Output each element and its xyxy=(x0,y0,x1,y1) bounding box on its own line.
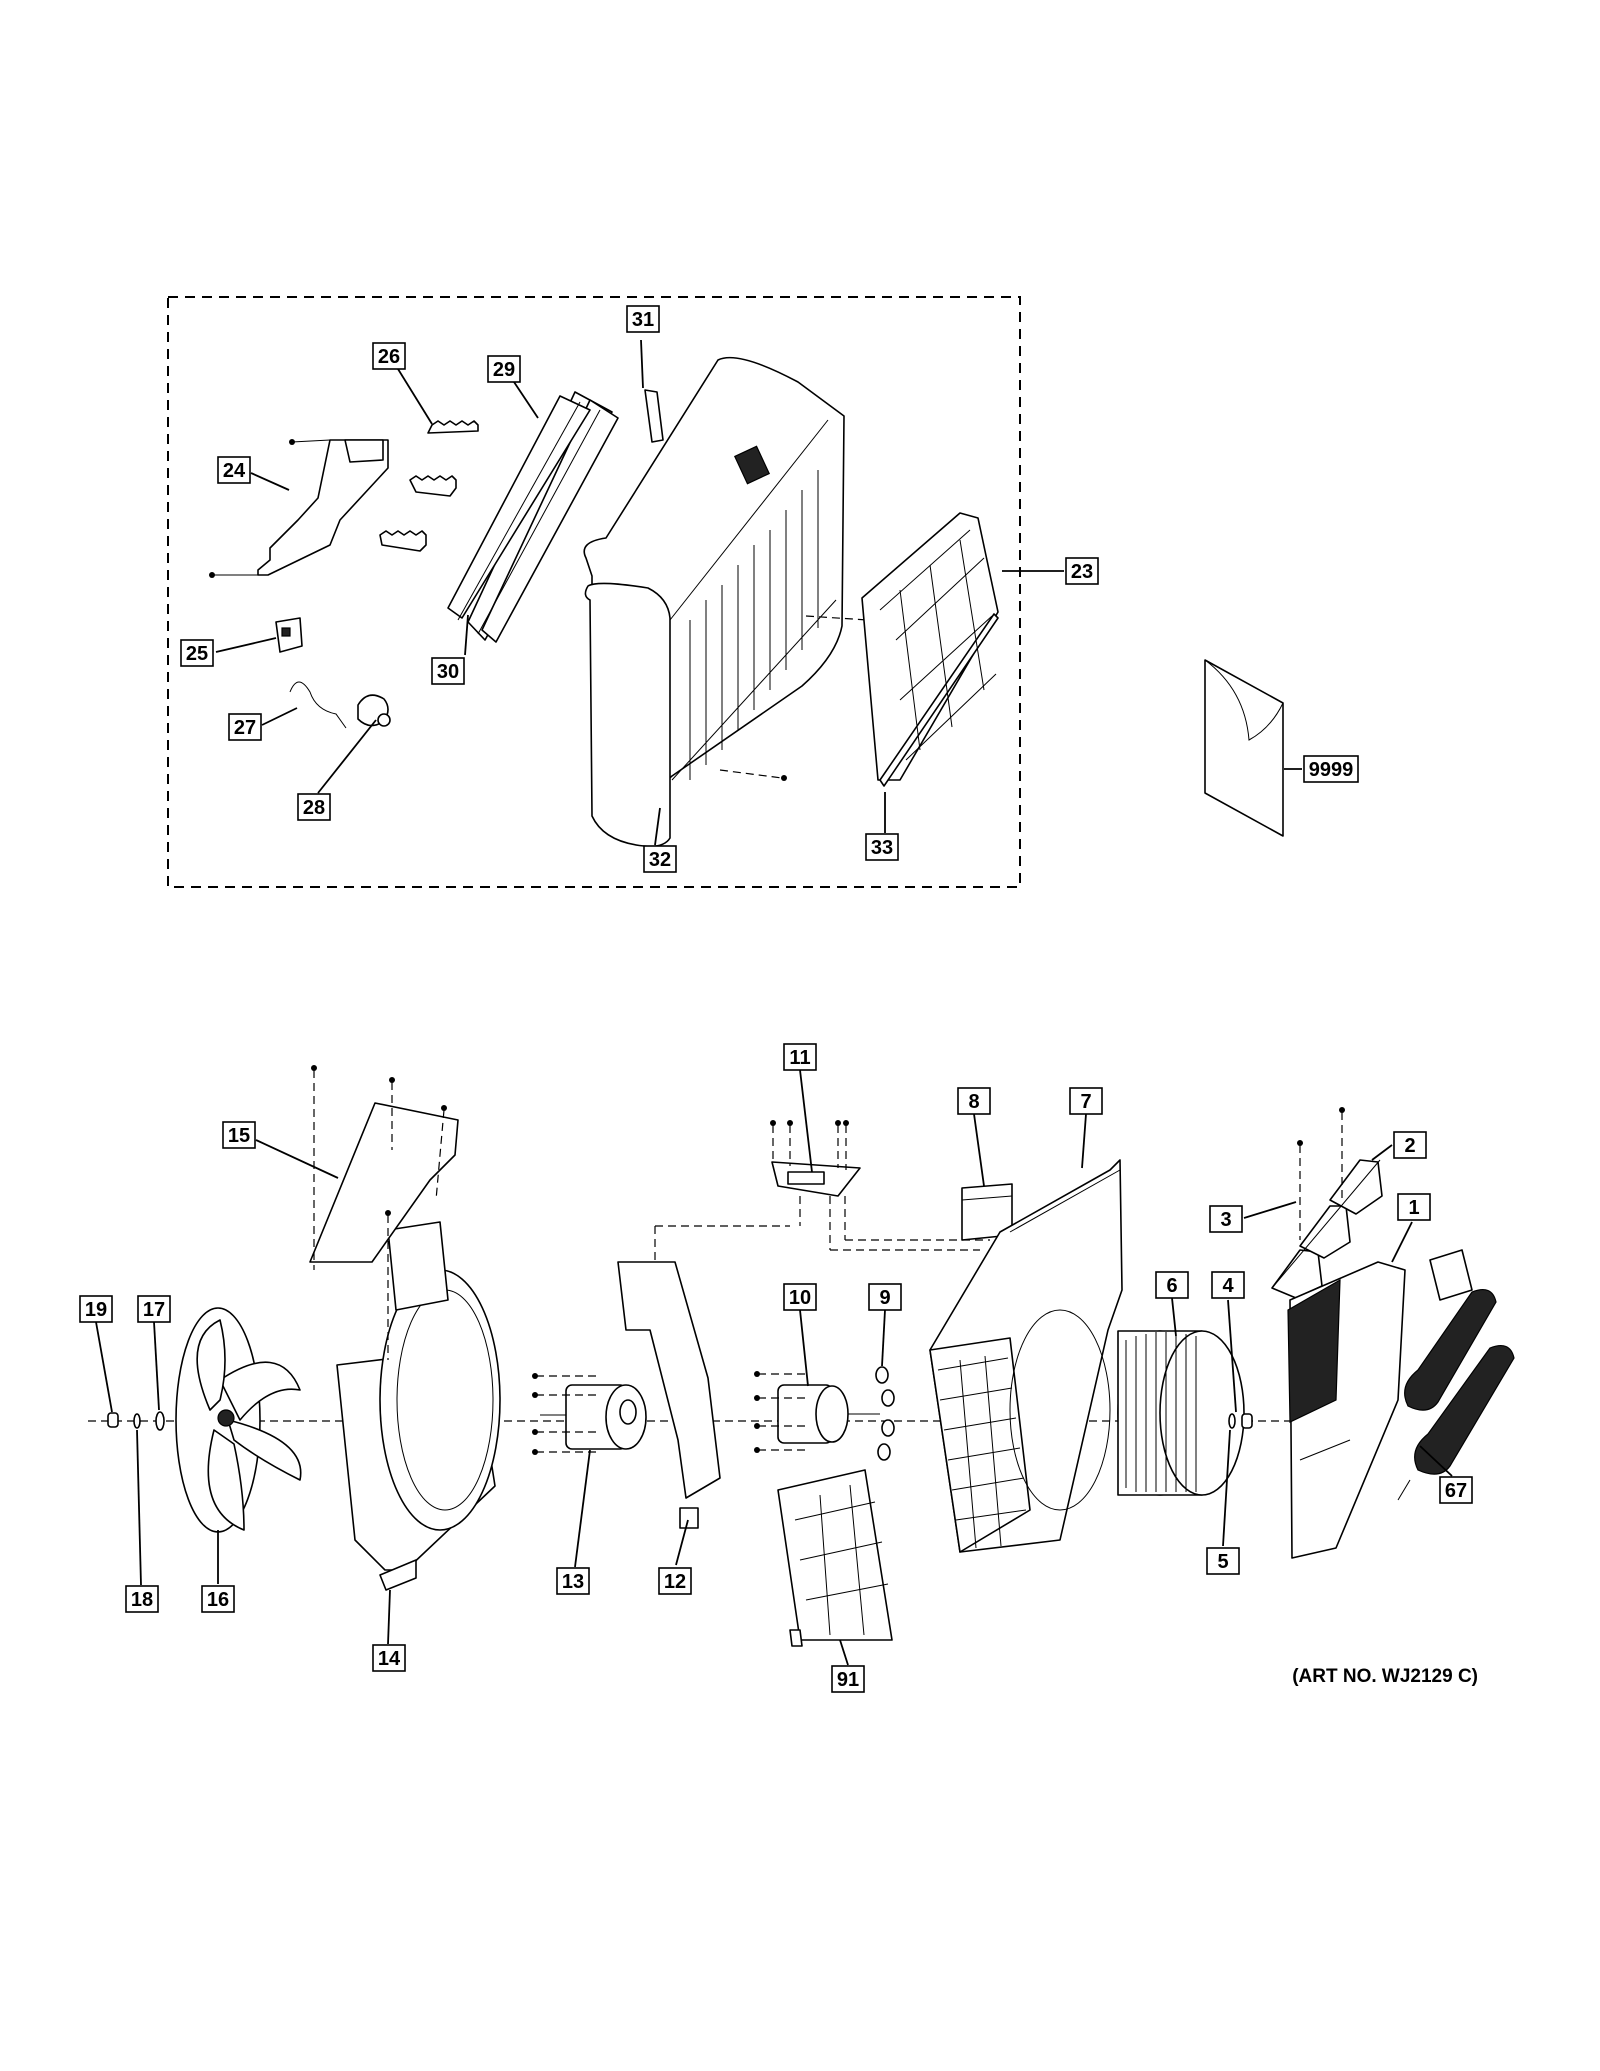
callout-7: 7 xyxy=(1069,1087,1103,1115)
part-32-front-cover xyxy=(583,356,873,848)
callout-9999: 9999 xyxy=(1303,755,1359,783)
svg-text:17: 17 xyxy=(143,1299,165,1321)
svg-text:31: 31 xyxy=(632,309,654,331)
callout-16: 16 xyxy=(201,1585,235,1613)
part-24-bracket-plate xyxy=(209,439,389,578)
part-16-fan-blade xyxy=(175,1307,302,1533)
svg-text:8: 8 xyxy=(968,1091,979,1113)
svg-text:2: 2 xyxy=(1404,1135,1415,1157)
svg-text:19: 19 xyxy=(85,1299,107,1321)
part-7-housing xyxy=(929,1159,1123,1553)
callout-27: 27 xyxy=(228,713,262,741)
callout-30: 30 xyxy=(431,657,465,685)
part-91-tray xyxy=(777,1469,893,1647)
front-assembly-group-frame xyxy=(167,296,1021,888)
callout-33: 33 xyxy=(865,833,899,861)
svg-text:33: 33 xyxy=(871,837,893,859)
part-18-washer xyxy=(133,1413,141,1429)
svg-text:9: 9 xyxy=(879,1287,890,1309)
part-6-blower-wheel xyxy=(1117,1330,1245,1496)
svg-text:26: 26 xyxy=(378,346,400,368)
part-14-shroud xyxy=(336,1221,501,1591)
svg-text:7: 7 xyxy=(1080,1091,1091,1113)
part-11-mounting-plate xyxy=(770,1120,990,1251)
part-31-clip-strip xyxy=(644,389,664,443)
svg-text:11: 11 xyxy=(789,1047,810,1069)
callout-13: 13 xyxy=(556,1567,590,1595)
callout-18: 18 xyxy=(125,1585,159,1613)
svg-text:25: 25 xyxy=(186,643,208,665)
part-12-motor-bracket xyxy=(617,1225,790,1529)
part-19-nut xyxy=(107,1412,119,1428)
part-25-clip xyxy=(275,617,303,653)
svg-text:5: 5 xyxy=(1217,1551,1228,1573)
svg-text:91: 91 xyxy=(837,1669,859,1691)
svg-text:13: 13 xyxy=(562,1571,584,1593)
callout-32: 32 xyxy=(643,845,677,873)
svg-text:24: 24 xyxy=(223,460,246,482)
part-33-filter xyxy=(861,512,999,787)
svg-text:12: 12 xyxy=(664,1571,686,1593)
part-67-heater xyxy=(1397,1249,1515,1501)
svg-text:32: 32 xyxy=(649,849,671,871)
part-13-fan-motor xyxy=(532,1373,647,1455)
art-number: (ART NO. WJ2129 C) xyxy=(1292,1666,1478,1687)
svg-text:6: 6 xyxy=(1166,1275,1177,1297)
callout-5: 5 xyxy=(1206,1547,1240,1575)
part-1-evaporator xyxy=(1287,1261,1406,1559)
callout-9: 9 xyxy=(868,1283,902,1311)
callout-1: 1 xyxy=(1397,1193,1431,1221)
callout-11: 11 xyxy=(783,1043,817,1071)
callout-29: 29 xyxy=(487,355,521,383)
callout-23: 23 xyxy=(1065,557,1099,585)
svg-text:23: 23 xyxy=(1071,561,1093,583)
part-28-knob xyxy=(357,694,391,727)
part-9999-manual xyxy=(1204,659,1284,837)
svg-text:16: 16 xyxy=(207,1589,229,1611)
callout-31: 31 xyxy=(626,305,660,333)
svg-text:14: 14 xyxy=(378,1648,401,1670)
svg-text:29: 29 xyxy=(493,359,515,381)
part-4-nut xyxy=(1241,1413,1253,1429)
part-29-30-guide-rails xyxy=(447,391,619,643)
svg-text:10: 10 xyxy=(789,1287,811,1309)
svg-text:67: 67 xyxy=(1445,1480,1467,1502)
svg-text:3: 3 xyxy=(1220,1209,1231,1231)
part-2-3-vent-brackets xyxy=(1271,1107,1383,1299)
callout-91: 91 xyxy=(831,1665,865,1693)
callout-17: 17 xyxy=(137,1295,171,1323)
callout-4: 4 xyxy=(1211,1271,1245,1299)
callout-67: 67 xyxy=(1439,1476,1473,1504)
svg-text:18: 18 xyxy=(131,1589,153,1611)
part-8-block xyxy=(961,1183,1013,1241)
part-5-washer xyxy=(1228,1413,1236,1429)
callout-19: 19 xyxy=(79,1295,113,1323)
part-15-top-panel xyxy=(309,1065,459,1360)
svg-text:30: 30 xyxy=(437,661,459,683)
svg-text:9999: 9999 xyxy=(1309,759,1354,781)
callout-28: 28 xyxy=(297,793,331,821)
svg-text:4: 4 xyxy=(1222,1275,1234,1297)
callout-14: 14 xyxy=(372,1644,406,1672)
callout-15: 15 xyxy=(222,1121,256,1149)
callout-26: 26 xyxy=(372,342,406,370)
callout-12: 12 xyxy=(658,1567,692,1595)
part-26-clip-strips xyxy=(379,420,479,552)
callout-6: 6 xyxy=(1155,1271,1189,1299)
callout-24: 24 xyxy=(217,456,251,484)
callout-2: 2 xyxy=(1393,1131,1427,1159)
callout-8: 8 xyxy=(957,1087,991,1115)
callout-25: 25 xyxy=(180,639,214,667)
svg-text:15: 15 xyxy=(228,1125,250,1147)
svg-text:28: 28 xyxy=(303,797,325,819)
callout-3: 3 xyxy=(1209,1205,1243,1233)
part-9-grommets xyxy=(875,1366,895,1461)
callout-10: 10 xyxy=(783,1283,817,1311)
svg-text:1: 1 xyxy=(1408,1197,1419,1219)
svg-text:27: 27 xyxy=(234,717,256,739)
part-27-wire-clip xyxy=(289,681,347,729)
part-10-motor xyxy=(754,1371,880,1453)
part-17-washer xyxy=(155,1411,165,1431)
